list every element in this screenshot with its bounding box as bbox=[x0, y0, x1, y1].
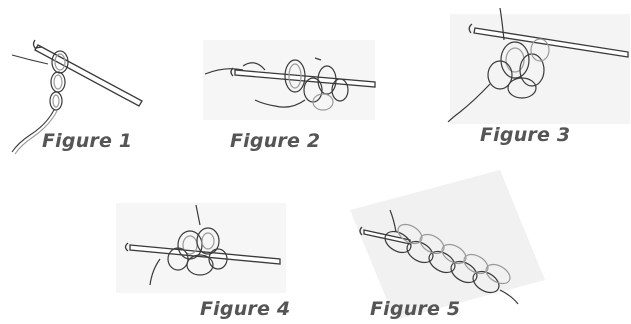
figure-4: Figure 4 bbox=[100, 195, 300, 324]
figure-5-caption: Figure 5 bbox=[370, 298, 460, 320]
figure-1: Figure 1 bbox=[0, 0, 160, 160]
figure-4-caption: Figure 4 bbox=[200, 298, 290, 320]
figure-5: Figure 5 bbox=[340, 170, 550, 324]
figure-1-caption: Figure 1 bbox=[42, 130, 132, 152]
figure-3-caption: Figure 3 bbox=[480, 124, 570, 146]
figure-3: Figure 3 bbox=[430, 0, 631, 160]
figure-2-caption: Figure 2 bbox=[230, 130, 320, 152]
figure-2: Figure 2 bbox=[195, 30, 385, 160]
crochet-hook bbox=[34, 40, 143, 106]
